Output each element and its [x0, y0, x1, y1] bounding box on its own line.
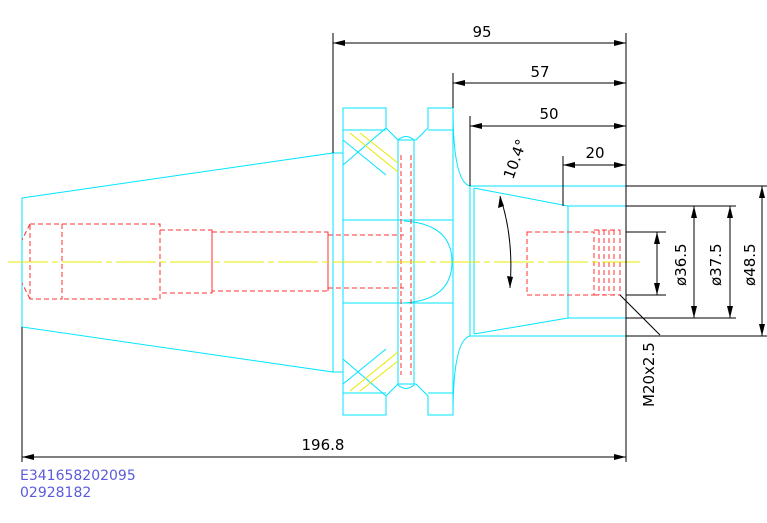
order-code: 02928182	[20, 485, 91, 501]
dia-36-label: ø36.5	[672, 243, 690, 286]
dim-50-label: 50	[539, 105, 558, 123]
dim-20-label: 20	[585, 144, 604, 162]
dimension-lines	[21, 33, 767, 462]
hidden-lines	[21, 155, 621, 375]
dim-57-label: 57	[530, 63, 549, 81]
dim-95-label: 95	[472, 23, 491, 41]
center-lines	[8, 132, 640, 392]
dimension-arrows	[22, 40, 765, 460]
dim-196-label: 196.8	[302, 436, 345, 454]
angle-label: 10.4°	[500, 137, 531, 182]
thread-label: M20x2.5	[640, 342, 658, 407]
neck-outline	[452, 107, 626, 416]
dia-37-label: ø37.5	[707, 243, 725, 286]
dia-48-label: ø48.5	[741, 243, 759, 286]
part-code: E341658202095	[20, 468, 136, 484]
